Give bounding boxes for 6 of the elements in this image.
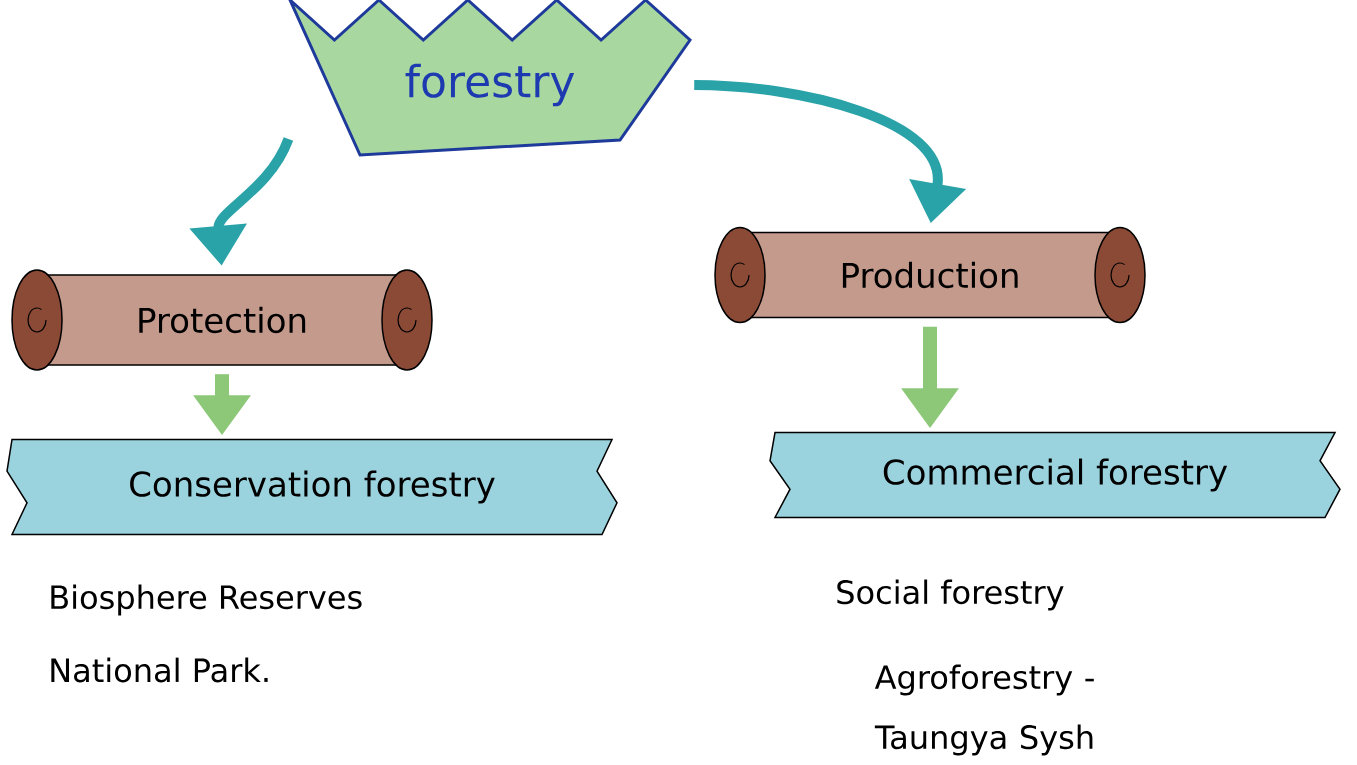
note-text: National Park. [51,657,268,683]
ribbon-banner: Conservation forestry [6,438,618,536]
note-text: Biosphere Reserves [51,584,362,616]
ribbon-banner: Commercial forestry [769,431,1341,519]
note-text: Social forestry [837,579,1064,611]
note-text: Agroforestry - Taungya Sysh [874,664,1094,756]
